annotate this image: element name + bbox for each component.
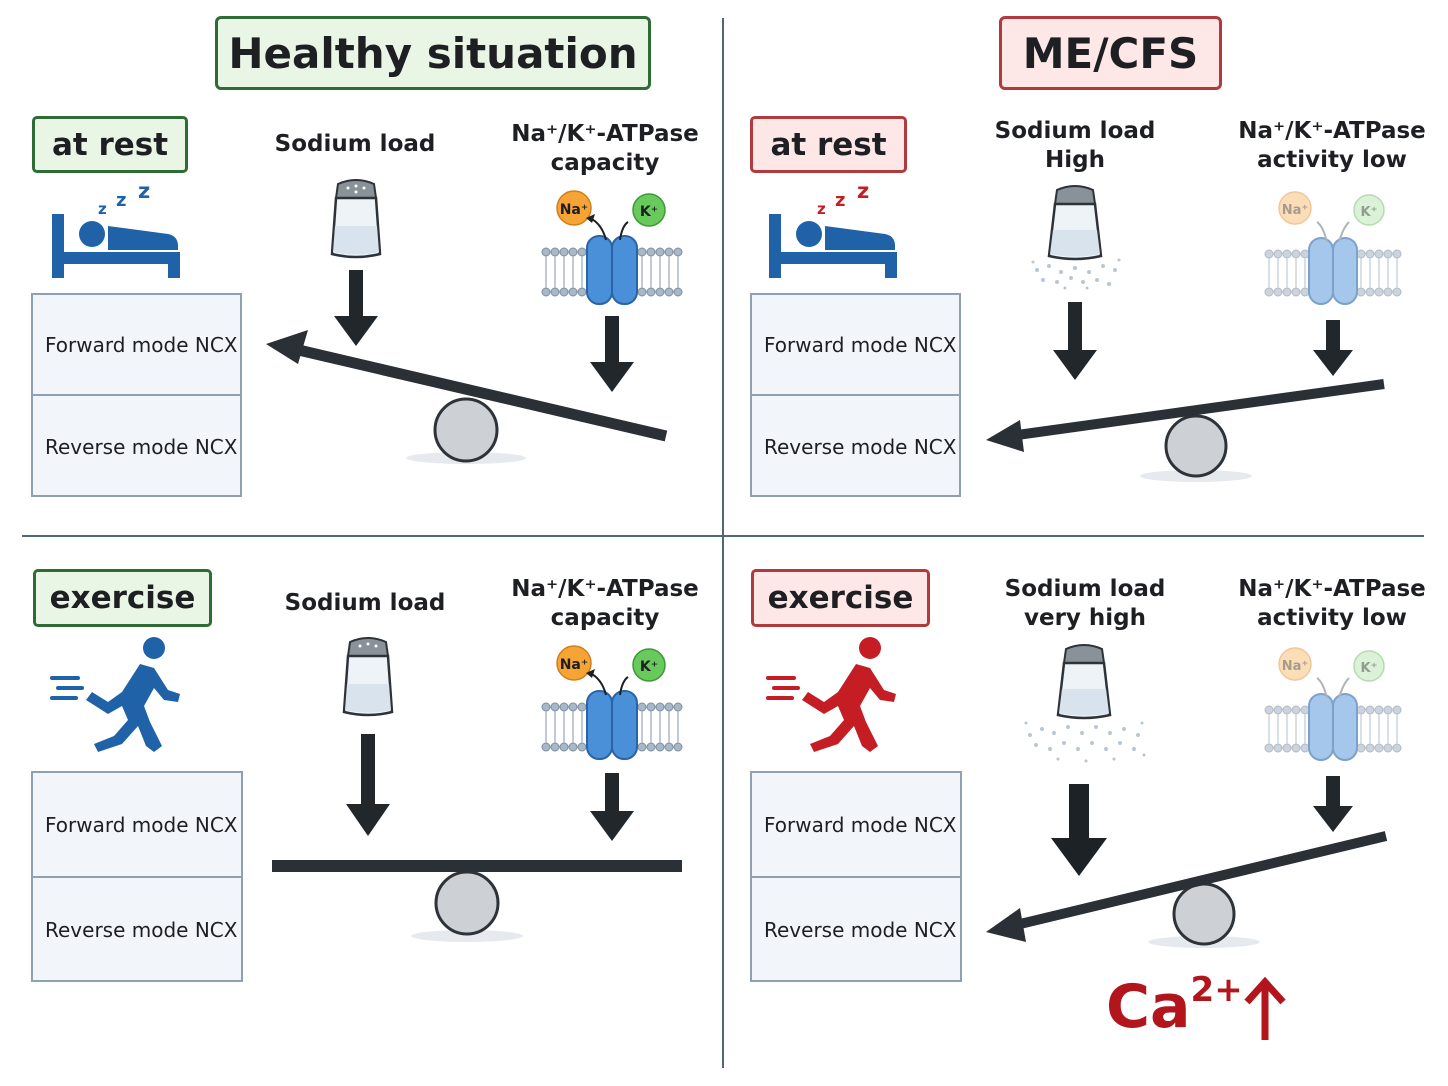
sodium-potassium-pump-icon: Na⁺ K⁺ xyxy=(541,190,683,305)
mecfs-rest-pump-label: Na⁺/K⁺-ATPase activity low xyxy=(1232,117,1432,175)
sodium-label-line-1: Sodium load xyxy=(1004,576,1166,602)
k-ion-label: K⁺ xyxy=(640,204,658,220)
healthy-rest-pump-label: Na⁺/K⁺-ATPase capacity xyxy=(505,120,705,178)
mecfs-exercise-ncx-box: Forward mode NCX Reverse mode NCX xyxy=(750,771,962,982)
healthy-rest-tag: at rest xyxy=(32,116,188,173)
pump-label-line-2: activity low xyxy=(1257,605,1407,631)
healthy-exercise-sodium-label: Sodium load xyxy=(284,590,446,616)
sodium-potassium-pump-icon: Na⁺ K⁺ xyxy=(1264,647,1402,761)
sodium-label-line-2: High xyxy=(1045,147,1105,173)
calcium-charge: 2+ xyxy=(1190,970,1243,1010)
reverse-mode-ncx: Reverse mode NCX xyxy=(45,918,238,942)
mecfs-rest-ncx-box: Forward mode NCX Reverse mode NCX xyxy=(750,293,961,497)
pump-label-line-2: capacity xyxy=(550,150,660,176)
horizontal-divider xyxy=(22,535,1424,537)
down-arrow-icon xyxy=(1313,320,1353,376)
down-arrow-icon xyxy=(1051,784,1107,876)
salt-shaker-icon xyxy=(330,179,382,259)
mecfs-rest-tag: at rest xyxy=(750,116,907,173)
pump-label-line-1: Na⁺/K⁺-ATPase xyxy=(511,121,699,147)
forward-mode-ncx: Forward mode NCX xyxy=(33,773,241,878)
seesaw-balance-icon xyxy=(986,379,1385,482)
mecfs-exercise-tag: exercise xyxy=(751,569,930,627)
down-arrow-icon xyxy=(590,316,634,392)
up-arrow-icon xyxy=(1244,976,1286,1040)
reverse-mode-ncx: Reverse mode NCX xyxy=(764,918,957,942)
pump-label-line-1: Na⁺/K⁺-ATPase xyxy=(511,576,699,602)
pump-label-line-2: activity low xyxy=(1257,147,1407,173)
healthy-situation-title: Healthy situation xyxy=(215,16,651,90)
seesaw-balance-icon xyxy=(272,860,682,942)
sleep-letter: z xyxy=(857,179,869,203)
na-ion-label: Na⁺ xyxy=(560,202,589,218)
down-arrow-icon xyxy=(1053,302,1097,380)
na-ion-label: Na⁺ xyxy=(1282,659,1309,674)
sleeping-person-in-bed-icon: z z z xyxy=(52,179,180,278)
na-ion-label: Na⁺ xyxy=(560,657,589,673)
k-ion-label: K⁺ xyxy=(1361,661,1378,676)
running-person-icon xyxy=(766,637,896,752)
seesaw-balance-icon xyxy=(266,330,668,464)
pump-label-line-1: Na⁺/K⁺-ATPase xyxy=(1238,576,1426,602)
mecfs-exercise-sodium-label: Sodium load very high xyxy=(995,575,1175,633)
mecfs-rest-sodium-label: Sodium load High xyxy=(985,117,1165,175)
healthy-exercise-tag: exercise xyxy=(33,569,212,627)
down-arrow-icon xyxy=(346,734,390,836)
down-arrow-icon xyxy=(334,270,378,346)
pump-label-line-1: Na⁺/K⁺-ATPase xyxy=(1238,118,1426,144)
healthy-rest-sodium-label: Sodium load xyxy=(274,131,436,157)
sleep-letter: z xyxy=(138,179,150,203)
sleeping-person-in-bed-icon: z z z xyxy=(769,179,897,278)
na-ion-label: Na⁺ xyxy=(1282,203,1309,218)
forward-mode-ncx: Forward mode NCX xyxy=(33,295,240,396)
sleep-letter: z xyxy=(98,200,107,218)
calcium-symbol: Ca xyxy=(1106,972,1191,1042)
sodium-label-line-2: very high xyxy=(1023,605,1147,631)
k-ion-label: K⁺ xyxy=(640,659,658,675)
vertical-divider xyxy=(722,18,724,1068)
reverse-mode-ncx: Reverse mode NCX xyxy=(45,434,238,459)
sleep-letter: z xyxy=(835,190,845,211)
forward-mode-ncx: Forward mode NCX xyxy=(752,295,959,396)
sodium-label-line-1: Sodium load xyxy=(994,118,1156,144)
healthy-exercise-pump-label: Na⁺/K⁺-ATPase capacity xyxy=(505,575,705,633)
sleep-letter: z xyxy=(817,200,826,218)
healthy-rest-ncx-box: Forward mode NCX Reverse mode NCX xyxy=(31,293,242,497)
reverse-mode-ncx: Reverse mode NCX xyxy=(764,434,957,459)
salt-shaker-pouring-icon xyxy=(1024,644,1146,763)
seesaw-balance-icon xyxy=(986,831,1388,948)
k-ion-label: K⁺ xyxy=(1361,205,1378,220)
calcium-increase-label: Ca2+ xyxy=(1106,970,1243,1042)
healthy-exercise-ncx-box: Forward mode NCX Reverse mode NCX xyxy=(31,771,243,982)
forward-mode-ncx: Forward mode NCX xyxy=(752,773,960,878)
sodium-potassium-pump-icon: Na⁺ K⁺ xyxy=(1264,191,1402,305)
mecfs-exercise-pump-label: Na⁺/K⁺-ATPase activity low xyxy=(1232,575,1432,633)
sleep-letter: z xyxy=(116,190,126,211)
pump-label-line-2: capacity xyxy=(550,605,660,631)
sodium-potassium-pump-icon: Na⁺ K⁺ xyxy=(541,645,683,760)
salt-shaker-pouring-icon xyxy=(1031,185,1121,290)
down-arrow-icon xyxy=(1313,776,1353,832)
running-person-icon xyxy=(50,637,180,752)
down-arrow-icon xyxy=(590,773,634,841)
salt-shaker-icon xyxy=(342,637,394,717)
mecfs-title: ME/CFS xyxy=(999,16,1222,90)
